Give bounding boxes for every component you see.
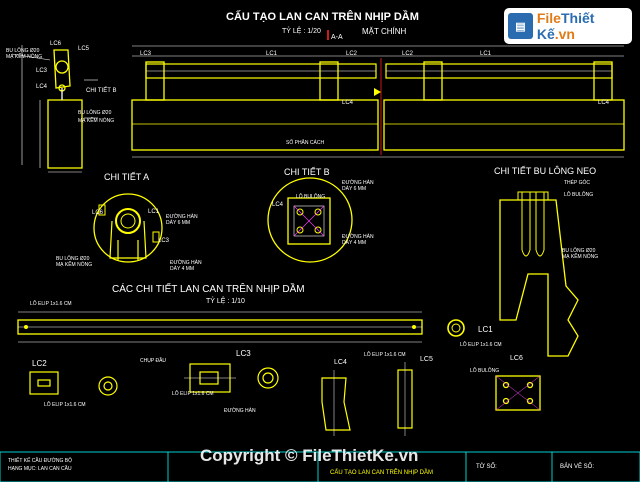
lc5-part [397, 362, 413, 436]
front-view: MẶT CHÍNH [362, 27, 407, 36]
file-icon: ▤ [508, 13, 533, 39]
lc3-label-side: LC3 [36, 68, 48, 74]
weld-label-a: ĐƯỜNG HÀN [166, 213, 198, 220]
details-title: CÁC CHI TIẾT LAN CAN TRÊN NHỊP DẦM [112, 282, 305, 295]
lc6-part [495, 375, 541, 411]
bolt-hole-lc6: LỖ BULÔNG [470, 367, 499, 374]
section-aa: A-A [331, 34, 343, 41]
lc1-label-a: LC1 [148, 209, 160, 215]
cap-label: CHỤP ĐẦU [140, 357, 166, 364]
detail-bolt-title: CHI TIẾT BU LÔNG NEO [494, 166, 596, 176]
lc5-title: LC5 [420, 356, 433, 363]
lc3-label-main: LC3 [140, 51, 152, 57]
lc6-title: LC6 [510, 355, 523, 362]
bolt-hole-anchor: LỖ BULÔNG [564, 191, 593, 198]
lc1-label-rail: LC1 [478, 325, 493, 334]
lc4-label-side: LC4 [36, 84, 48, 90]
hotdip-label-a: MẠ KẼM NÓNG [56, 261, 92, 268]
hotdip-label-anchor: MẠ KẼM NÓNG [562, 253, 598, 260]
weld-thk-a2: DÀY 4 MM [170, 265, 194, 272]
sheet-label: TỜ SỐ: [476, 463, 497, 470]
detail-b-tag-side: CHI TIẾT B [86, 87, 116, 94]
weld-label-lc3: ĐƯỜNG HÀN [224, 407, 256, 414]
bolt-label-side2: BU LÔNG Ø20 [6, 47, 40, 54]
detail-a [93, 193, 163, 263]
hotdip-label-side2: MẠ KẼM NÓNG [6, 53, 42, 60]
org-line2: HẠNG MỤC: LAN CAN CẦU [8, 465, 72, 472]
slot-label-lc3: LỖ ELIP 1x1.6 CM [172, 390, 214, 397]
angle-label: THÉP GÓC [564, 179, 590, 186]
side-section-view [47, 49, 83, 169]
weld-thk-b2: DÀY 4 MM [342, 239, 366, 246]
weld-thk-a: DÀY 6 MM [166, 219, 190, 226]
title-block [0, 451, 640, 482]
lc4-title: LC4 [334, 359, 347, 366]
main-elevation [131, 45, 625, 158]
weld-label-b2: ĐƯỜNG HÀN [342, 233, 374, 240]
lc4-label-b: LC4 [272, 202, 284, 208]
lc1-rail [17, 311, 465, 343]
details-scale: TỶ LỆ : 1/10 [206, 296, 245, 305]
copyright-watermark: Copyright © FileThietKe.vn [200, 446, 419, 465]
bolt-label-side: BU LÔNG Ø20 [78, 109, 112, 116]
bolt-anchor-detail [499, 191, 579, 357]
weld-label-a2: ĐƯỜNG HÀN [170, 259, 202, 266]
detail-b [267, 177, 353, 263]
slot-label-lc1c: LỖ ELIP 1x1.6 CM [460, 341, 502, 348]
weld-thk-b: DÀY 6 MM [342, 185, 366, 192]
bolt-label-anchor: BU LÔNG Ø20 [562, 247, 596, 254]
slot-label-lc1: LỖ ELIP 1x1.6 CM [30, 300, 72, 307]
lc3-label-a: LC3 [158, 238, 170, 244]
weld-label-b: ĐƯỜNG HÀN [342, 179, 374, 186]
lc5-label-side: LC5 [78, 46, 90, 52]
expansion-label: SỐ PHÂN CÁCH [286, 139, 324, 146]
lc4-label-main: LC4 [342, 100, 354, 106]
main-title: CẤU TẠO LAN CAN TRÊN NHỊP DẦM [226, 10, 419, 23]
lc6-label-side: LC6 [50, 41, 62, 47]
detail-a-title: CHI TIẾT A [104, 172, 149, 182]
lc3-title: LC3 [236, 349, 251, 358]
slot-label-lc1b: LỖ ELIP 1x1.6 CM [364, 351, 406, 358]
lc2-label-main-2: LC2 [402, 51, 414, 57]
brand-logo: ▤ FileThiết Kế.vn [504, 8, 632, 44]
main-scale: TỶ LỆ : 1/20 [282, 26, 321, 35]
hotdip-label-side: MẠ KẼM NÓNG [78, 117, 114, 124]
lc1-label-main-2: LC1 [480, 51, 492, 57]
lc2-label-main: LC2 [346, 51, 358, 57]
bolt-hole-b: LỖ BULÔNG [296, 193, 325, 200]
lc3-part [184, 363, 279, 393]
drawing-no-label: BẢN VẼ SỐ: [560, 463, 594, 470]
lc2-title: LC2 [32, 359, 47, 368]
org-line1: THIẾT KẾ CẦU ĐƯỜNG BỘ [8, 457, 72, 464]
brand-text: FileThiết Kế.vn [536, 10, 595, 42]
detail-b-title: CHI TIẾT B [284, 167, 330, 177]
lc4-label-main-2: LC4 [598, 100, 610, 106]
lc2-part [29, 371, 118, 396]
lc1-label-main: LC1 [266, 51, 278, 57]
drawing-title-footer: CẤU TẠO LAN CAN TRÊN NHỊP DẦM [330, 468, 433, 476]
bolt-label-a: BU LÔNG Ø20 [56, 255, 90, 262]
lc4-part [321, 370, 351, 436]
slot-label-lc2: LỖ ELIP 1x1.6 CM [44, 401, 86, 408]
lc6-label-a: LC6 [92, 210, 104, 216]
